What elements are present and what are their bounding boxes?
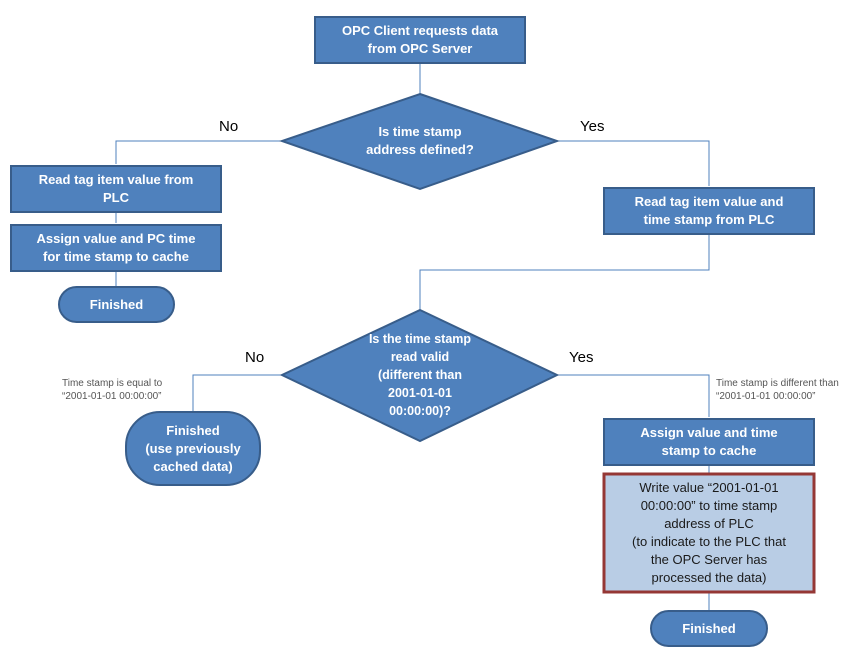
decision1-diamond	[278, 92, 561, 191]
read-tag-ts-text: Read tag item value and time stamp from …	[634, 194, 784, 227]
note-time-stamp-different: Time stamp is different than “2001-01-01…	[716, 378, 839, 402]
branch-label-yes-2: Yes	[569, 349, 594, 366]
assign-ts-box	[603, 418, 815, 466]
finished2-text: Finished (use previously cached data)	[145, 422, 241, 474]
assign-ts-text: Assign value and time stamp to cache	[640, 425, 778, 458]
branch-label-yes-1: Yes	[580, 118, 605, 135]
start-text: OPC Client requests data from OPC Server	[341, 23, 499, 56]
finished1-terminator	[58, 286, 175, 323]
finished2-terminator	[125, 411, 261, 486]
finished1-text: Finished	[89, 296, 144, 312]
assign-pc-time-box	[10, 224, 222, 272]
read-tag-text: Read tag item value from PLC	[38, 172, 194, 205]
read-tag-ts-box	[603, 187, 815, 235]
connector-readts-decision2	[419, 233, 710, 310]
connector-decision2-yes	[557, 374, 710, 417]
note-time-stamp-equal: Time stamp is equal to “2001-01-01 00:00…	[62, 378, 163, 402]
decision1-text: Is time stamp address defined?	[366, 124, 474, 157]
decision2-diamond	[279, 308, 560, 443]
assign-pc-time-text: Assign value and PC time for time stamp …	[36, 231, 196, 264]
finished3-text: Finished	[682, 620, 736, 636]
connector-decision2-no	[192, 374, 282, 412]
branch-label-no-2: No	[245, 349, 265, 366]
start-process-box	[314, 16, 526, 64]
finished3-terminator	[650, 610, 768, 647]
connector-decision1-no	[115, 140, 282, 164]
connector-decision1-yes	[557, 140, 710, 186]
write-value-box	[602, 472, 816, 594]
decision2-text: Is the time stamp read valid (different …	[368, 332, 472, 418]
write-value-text: Write value “2001-01-01 00:00:00” to tim…	[632, 480, 786, 585]
read-tag-box	[10, 165, 222, 213]
branch-label-no-1: No	[219, 118, 239, 135]
